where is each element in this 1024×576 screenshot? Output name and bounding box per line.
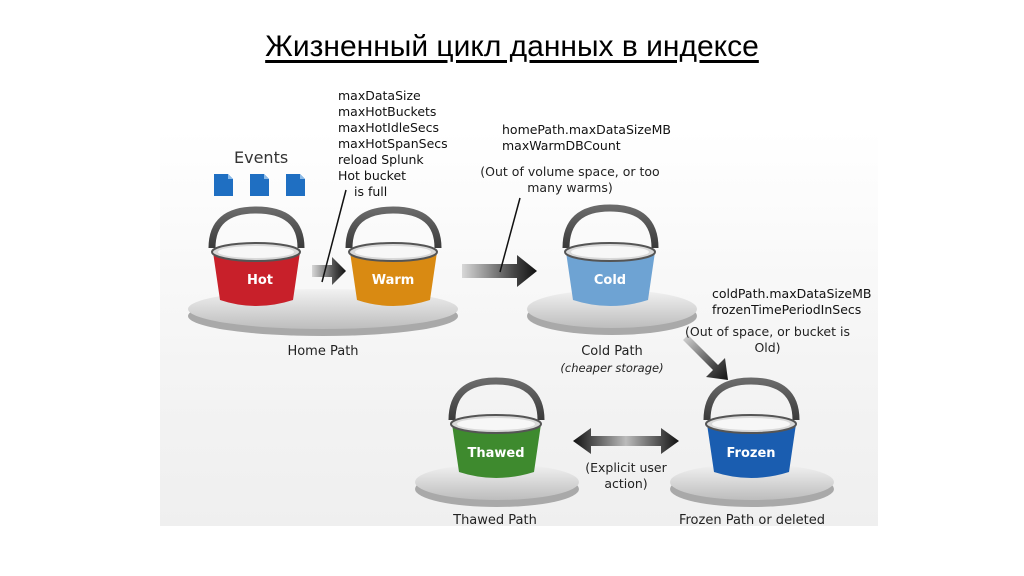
warm-cold-params: homePath.maxDataSizeMB maxWarmDBCount [502, 122, 671, 154]
cold-frozen-note: (Out of space, or bucket is Old) [680, 324, 855, 356]
hot-bucket: Hot [208, 206, 305, 306]
thawed-frozen-double-arrow [573, 428, 679, 454]
home-path-label: Home Path [287, 344, 359, 359]
cold-path-platform [527, 290, 697, 335]
thawed-bucket: Thawed [448, 377, 545, 478]
cold-bucket-label: Cold [594, 273, 626, 288]
note-text: (Out of space, or bucket is [685, 324, 850, 339]
param-text: maxHotSpanSecs [338, 136, 448, 151]
thawed-bucket-label: Thawed [467, 446, 524, 461]
note-text: Old) [754, 340, 781, 355]
hot-warm-pointer-line [321, 189, 347, 283]
cold-path-sublabel: (cheaper storage) [560, 361, 664, 375]
slide-title-text: Жизненный цикл данных в индексе [265, 30, 759, 63]
warm-bucket: Warm [345, 206, 442, 306]
cold-bucket: Cold [562, 204, 659, 306]
param-text: maxWarmDBCount [502, 138, 621, 153]
cold-to-frozen-arrow [683, 335, 728, 380]
warm-cold-note: (Out of volume space, or too many warms) [480, 164, 660, 196]
hot-bucket-label: Hot [247, 273, 273, 288]
param-text: homePath.maxDataSizeMB [502, 122, 671, 137]
cold-path-label: Cold Path [581, 344, 643, 359]
param-text: coldPath.maxDataSizeMB [712, 286, 872, 301]
note-text: (Out of volume space, or too [480, 164, 660, 179]
param-text: maxHotBuckets [338, 104, 437, 119]
document-icon [250, 174, 269, 196]
cold-frozen-params: coldPath.maxDataSizeMB frozenTimePeriodI… [712, 286, 871, 318]
param-text: maxDataSize [338, 88, 421, 103]
hot-warm-note: Hot bucket is full [338, 168, 406, 200]
param-text: reload Splunk [338, 152, 424, 167]
events-label: Events [234, 148, 289, 167]
warm-bucket-label: Warm [372, 273, 415, 288]
note-text: is full [354, 184, 388, 199]
thaw-note: (Explicit user action) [580, 460, 672, 492]
param-text: frozenTimePeriodInSecs [712, 302, 862, 317]
thawed-path-label: Thawed Path [453, 513, 537, 528]
slide-title: Жизненный цикл данных в индексе [0, 30, 1024, 64]
hot-to-warm-arrow [312, 257, 346, 285]
document-icon [286, 174, 305, 196]
hot-warm-params: maxDataSize maxHotBuckets maxHotIdleSecs… [338, 88, 448, 168]
frozen-bucket: Frozen [703, 377, 800, 478]
frozen-path-label: Frozen Path or deleted [678, 513, 826, 528]
frozen-path-platform [670, 464, 834, 507]
note-text: action) [604, 476, 648, 491]
note-text: (Explicit user [585, 460, 667, 475]
document-icon [214, 174, 233, 196]
frozen-bucket-label: Frozen [726, 446, 775, 461]
note-text: Hot bucket [338, 168, 407, 183]
warm-cold-pointer-line [499, 197, 521, 273]
note-text: many warms) [527, 180, 613, 195]
param-text: maxHotIdleSecs [338, 120, 439, 135]
thawed-path-platform [415, 464, 579, 507]
